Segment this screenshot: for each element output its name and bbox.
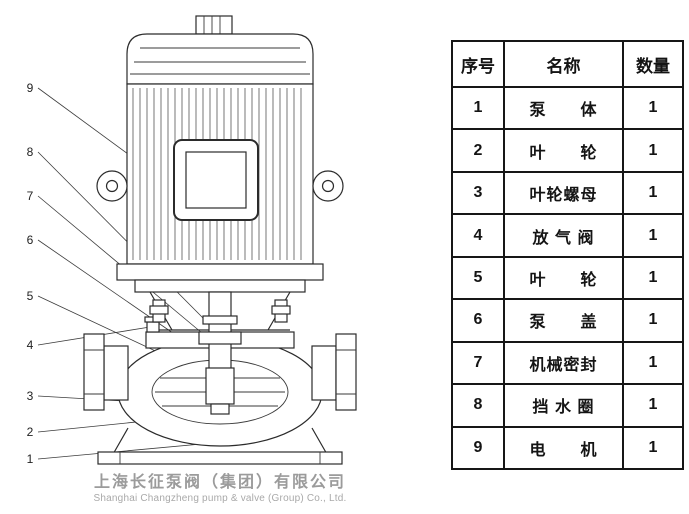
row-name: 放 气 阀: [503, 213, 624, 258]
row-no: 8: [451, 383, 505, 428]
motor-terminal-box: [195, 15, 233, 35]
row-name: 电 机: [503, 425, 624, 470]
row-qty: 1: [622, 170, 684, 216]
table-row: 7 机械密封 1: [451, 340, 684, 386]
parts-table: 序号 名称 数量 1 泵 体 1 2 叶 轮 1 3 叶轮螺母 1 4: [451, 40, 684, 470]
motor-cap: [126, 33, 314, 85]
table-row: 6 泵 盖 1: [451, 298, 684, 343]
lifting-lug-left: [96, 170, 128, 202]
motor-flange: [116, 263, 324, 331]
company-footer: 上海长征泵阀（集团）有限公司 Shanghai Changzheng pump …: [0, 473, 440, 505]
row-qty: 1: [622, 213, 684, 258]
callout-6: 6: [27, 233, 34, 247]
shaft-assembly: [198, 291, 242, 415]
table-row: 2 叶 轮 1: [451, 128, 684, 173]
col-header-name: 名称: [503, 40, 624, 88]
row-qty: 1: [622, 298, 684, 343]
suction-flange: [83, 333, 129, 411]
motor-body: [126, 83, 314, 265]
row-no: 7: [451, 340, 505, 386]
row-qty: 1: [622, 255, 684, 301]
table-row: 5 叶 轮 1: [451, 255, 684, 301]
lifting-lug-right: [312, 170, 344, 202]
company-name-en: Shanghai Changzheng pump & valve (Group)…: [93, 493, 347, 504]
row-name: 泵 盖: [503, 298, 624, 343]
row-name: 挡 水 圈: [503, 383, 624, 428]
pump-drawing: 9 8 7 6 5 4 3 2 1: [27, 15, 357, 466]
callout-9: 9: [27, 81, 34, 95]
callout-5: 5: [27, 289, 34, 303]
row-qty: 1: [622, 85, 684, 131]
row-name: 泵 体: [503, 85, 624, 131]
row-no: 2: [451, 128, 505, 173]
row-no: 5: [451, 255, 505, 301]
row-no: 1: [451, 85, 505, 131]
col-header-no: 序号: [451, 40, 505, 88]
callout-1: 1: [27, 452, 34, 466]
callout-3: 3: [27, 389, 34, 403]
row-qty: 1: [622, 128, 684, 173]
row-qty: 1: [622, 425, 684, 470]
pump-diagram-svg: 9 8 7 6 5 4 3 2 1: [27, 15, 357, 466]
row-name: 机械密封: [503, 340, 624, 386]
callout-7: 7: [27, 189, 34, 203]
row-no: 4: [451, 213, 505, 258]
pump-base: [97, 427, 343, 465]
callout-8: 8: [27, 145, 34, 159]
row-name: 叶轮螺母: [503, 170, 624, 216]
discharge-flange: [311, 333, 357, 411]
row-qty: 1: [622, 340, 684, 386]
table-row: 8 挡 水 圈 1: [451, 383, 684, 428]
row-no: 6: [451, 298, 505, 343]
row-name: 叶 轮: [503, 255, 624, 301]
row-qty: 1: [622, 383, 684, 428]
row-no: 9: [451, 425, 505, 470]
callout-4: 4: [27, 338, 34, 352]
col-header-qty: 数量: [622, 40, 684, 88]
row-name: 叶 轮: [503, 128, 624, 173]
callout-2: 2: [27, 425, 34, 439]
table-header-row: 序号 名称 数量: [451, 40, 684, 88]
table-row: 9 电 机 1: [451, 425, 684, 470]
table-row: 4 放 气 阀 1: [451, 213, 684, 258]
callout-labels: 9 8 7 6 5 4 3 2 1: [27, 81, 34, 466]
company-name-cn: 上海长征泵阀（集团）有限公司: [93, 474, 346, 491]
cover-bolts: [149, 299, 291, 323]
table-row: 3 叶轮螺母 1: [451, 170, 684, 216]
row-no: 3: [451, 170, 505, 216]
table-row: 1 泵 体 1: [451, 85, 684, 131]
